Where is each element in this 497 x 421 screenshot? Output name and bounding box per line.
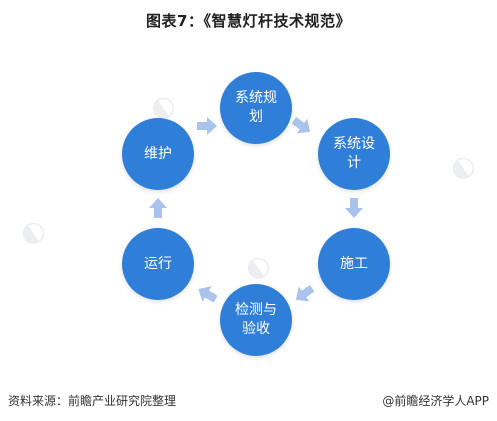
watermark: ◐	[12, 210, 52, 253]
chart-title: 图表7：《智慧灯杆技术规范》	[146, 12, 351, 30]
node-construction: 施工	[318, 228, 390, 300]
node-operation: 运行	[122, 228, 194, 300]
watermark: ◐	[237, 245, 277, 288]
arrow-right-icon	[197, 117, 217, 135]
arrow-down-left-icon	[295, 284, 314, 302]
arrow-down-right-icon	[292, 116, 311, 134]
node-system-planning: 系统规 划	[220, 72, 292, 144]
source-note: 资料来源：前瞻产业研究院整理	[8, 394, 177, 408]
arrow-up-icon	[149, 198, 167, 218]
brand-credit: @前瞻经济学人APP	[382, 394, 489, 408]
arrow-down-icon	[345, 198, 363, 218]
arrow-left-icon	[198, 286, 217, 303]
node-system-design: 系统设 计	[318, 118, 390, 190]
node-inspection-acceptance: 检测与 验收	[220, 284, 292, 356]
watermark: ◐	[442, 145, 482, 188]
node-maintenance: 维护	[122, 118, 194, 190]
